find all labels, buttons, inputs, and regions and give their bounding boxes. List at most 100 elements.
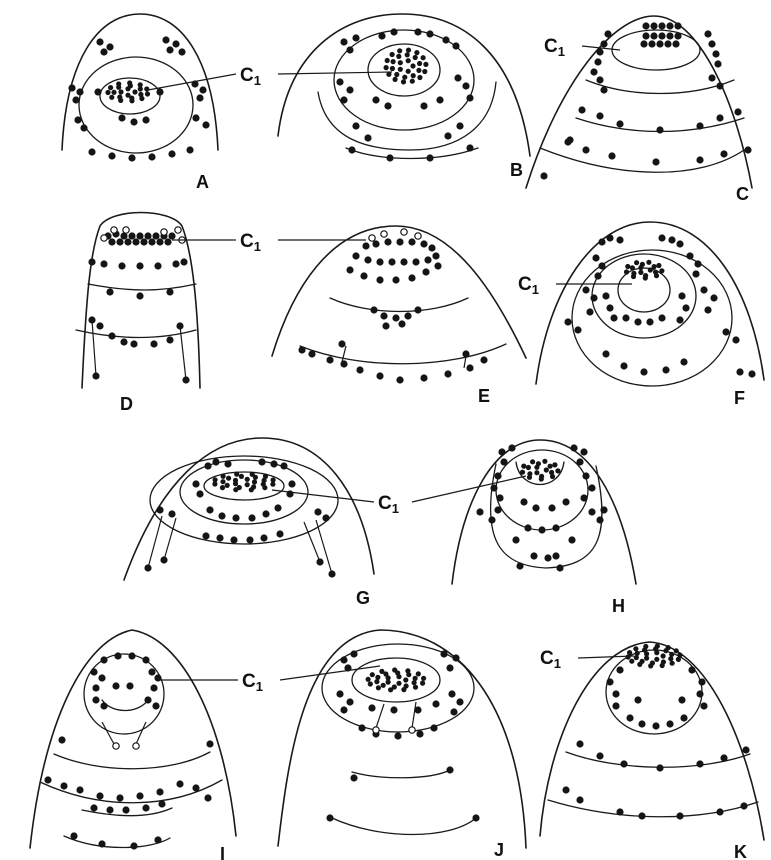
setal-dot: [106, 806, 113, 813]
setal-dot: [348, 146, 355, 153]
setal-dot: [308, 350, 315, 357]
setal-dot: [96, 38, 103, 45]
setal-dot: [668, 236, 675, 243]
c1-dot: [220, 485, 225, 490]
c1-label-ab: C1: [240, 65, 261, 88]
panel-d-dots: [88, 230, 189, 383]
setal-dot: [494, 472, 501, 479]
panel-k-dots: [562, 666, 749, 819]
c1-dot: [402, 75, 407, 80]
c1-dot: [635, 651, 640, 656]
c1-dot: [669, 652, 674, 657]
setal-dot: [586, 308, 593, 315]
c1-dot: [640, 262, 645, 267]
c1-dot: [396, 681, 401, 686]
c1-dot: [638, 270, 643, 275]
setal-dot: [358, 724, 365, 731]
setal-dot: [142, 804, 149, 811]
setal-dot: [98, 674, 105, 681]
setal-dot: [610, 314, 617, 321]
setal-dot: [394, 732, 401, 739]
setal-dot: [204, 462, 211, 469]
setal-dot: [404, 312, 411, 319]
setal-dot: [472, 814, 479, 821]
c1-dot: [631, 274, 636, 279]
setal-dot: [582, 146, 589, 153]
setal-dot: [162, 36, 169, 43]
setal-dot: [580, 494, 587, 501]
setal-dot: [432, 700, 439, 707]
setal-dot: [688, 666, 695, 673]
c1-dot: [392, 667, 397, 672]
setal-dot: [378, 32, 385, 39]
setal-dot: [326, 814, 333, 821]
leader-ab: [148, 74, 236, 90]
setal-dot: [340, 38, 347, 45]
setal-dot: [606, 234, 613, 241]
setal-dot: [392, 314, 399, 321]
c1-dot: [145, 91, 150, 96]
setal-dot: [666, 720, 673, 727]
setal-dot: [298, 346, 305, 353]
setal-dot: [274, 504, 281, 511]
panel-h: H: [452, 440, 636, 616]
setal-dot: [164, 238, 171, 245]
setal-dot: [658, 314, 665, 321]
c1-dot: [401, 687, 406, 692]
setal-dot: [596, 76, 603, 83]
setal-dot: [650, 22, 657, 29]
panel-b-outline: [278, 14, 530, 156]
setal-dot: [196, 94, 203, 101]
setal-dot: [336, 78, 343, 85]
setal-dot: [452, 42, 459, 49]
setal-dot: [88, 148, 95, 155]
setal-dot: [370, 306, 377, 313]
setal-dot: [136, 792, 143, 799]
setal-dot: [314, 508, 321, 515]
setal-dot: [380, 312, 387, 319]
setal-dot: [154, 262, 161, 269]
leader-gh-h: [412, 476, 526, 502]
setal-dot: [92, 372, 99, 379]
c1-dot: [375, 675, 380, 680]
c1-dot: [111, 90, 116, 95]
setal-dot: [124, 238, 131, 245]
setal-dot: [100, 656, 107, 663]
c1-dot: [109, 95, 114, 100]
setal-dot: [206, 740, 213, 747]
setal-dot: [596, 752, 603, 759]
setal-dot: [430, 724, 437, 731]
setal-dot: [678, 696, 685, 703]
setal-dot: [182, 376, 189, 383]
setal-dot: [144, 696, 151, 703]
setal-dot: [420, 374, 427, 381]
setal-dot: [638, 720, 645, 727]
c1-dot: [423, 62, 428, 67]
c1-dot: [520, 470, 525, 475]
setal-dot: [44, 776, 51, 783]
setal-dot: [576, 740, 583, 747]
setal-dot: [398, 320, 405, 327]
setal-dot: [444, 132, 451, 139]
setal-dot: [396, 376, 403, 383]
setal-dot: [216, 534, 223, 541]
setal-dot: [280, 462, 287, 469]
panel-g: G: [124, 438, 374, 608]
setal-dot: [466, 364, 473, 371]
setal-dot: [642, 32, 649, 39]
setal-dot: [108, 332, 115, 339]
setal-dot: [364, 256, 371, 263]
setal-dot: [516, 562, 523, 569]
c1-dot: [668, 656, 673, 661]
setal-dot: [596, 516, 603, 523]
c1-dot: [129, 98, 134, 103]
setal-dot: [144, 232, 151, 239]
setal-dot: [716, 808, 723, 815]
setal-dot: [712, 50, 719, 57]
setal-dot: [620, 362, 627, 369]
setal-dot: [576, 796, 583, 803]
panel-e-label: E: [478, 386, 490, 406]
panel-b: B: [278, 14, 530, 180]
panel-f: F: [536, 222, 764, 408]
c1-dot: [416, 671, 421, 676]
